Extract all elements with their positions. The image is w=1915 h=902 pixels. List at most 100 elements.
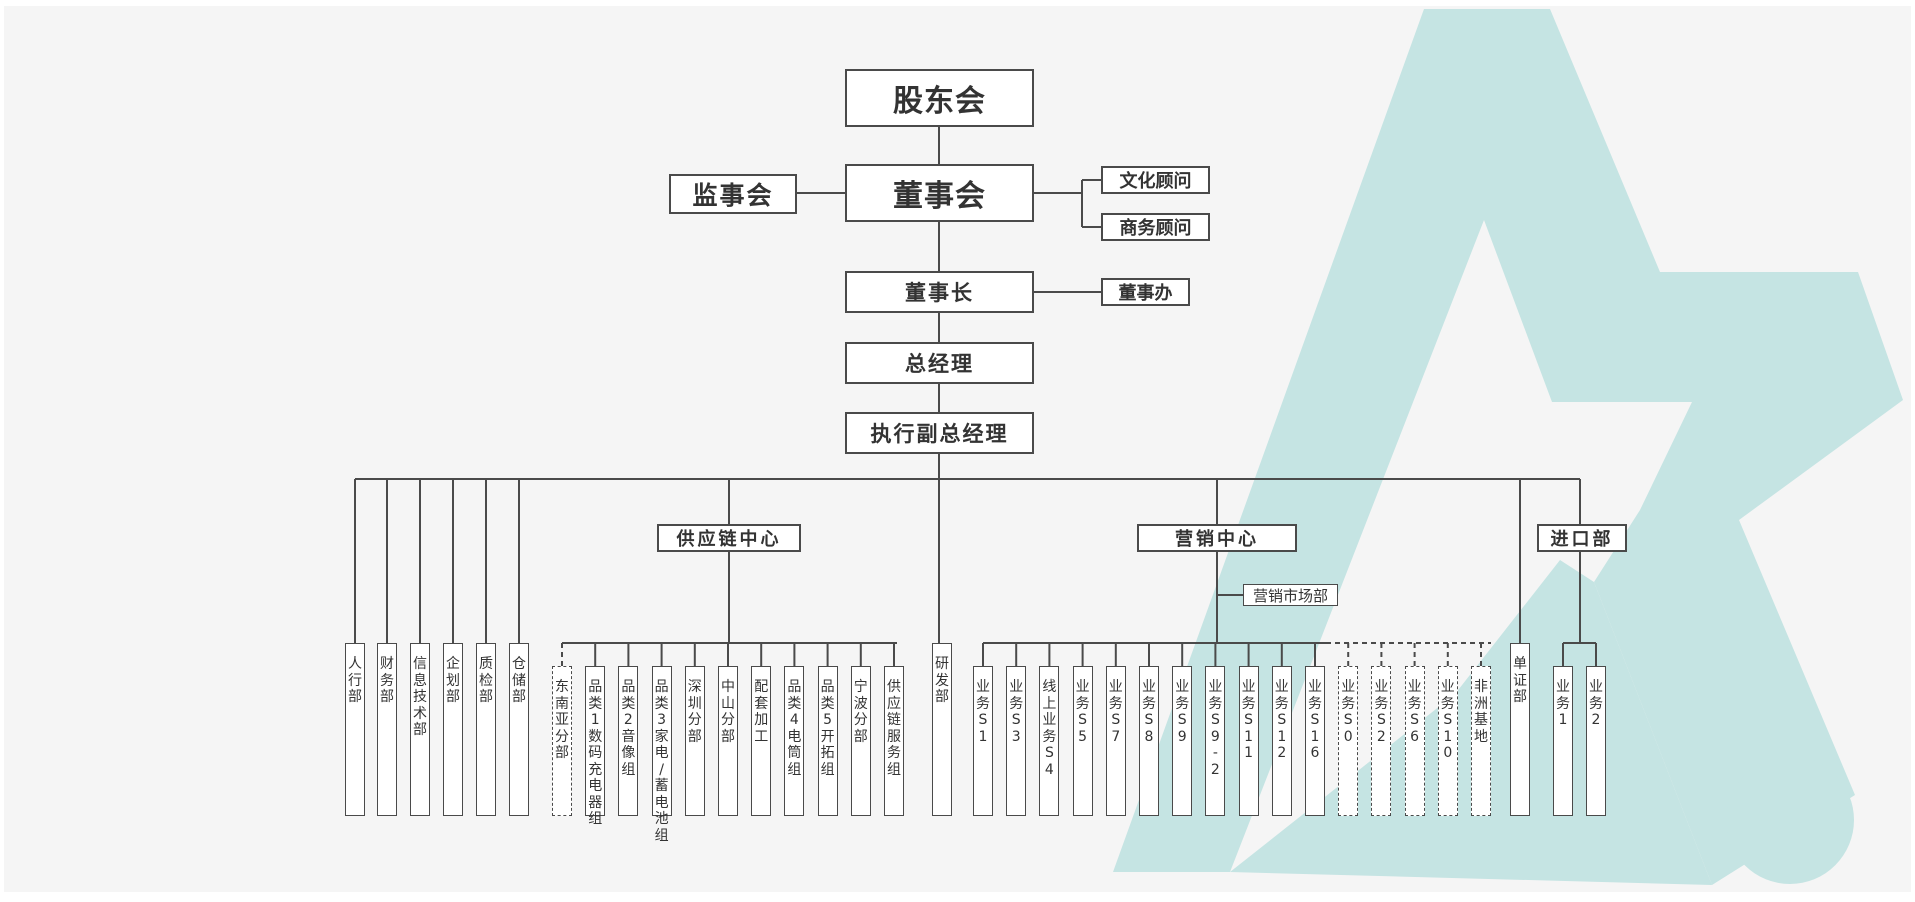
dept-it-label: 信 息 技 术 部 — [413, 656, 427, 738]
marketing-unit-label: 非 洲 基 地 — [1474, 679, 1488, 745]
supply-unit-8: 品 类 4 电 筒 组 — [784, 666, 805, 816]
shareholders-label: 股东会 — [893, 84, 986, 119]
marketing-unit-label: 业 务 S 2 — [1374, 679, 1389, 745]
dept-rnd: 研 发 部 — [932, 643, 952, 816]
marketing-unit-3: 线 上 业 务 S 4 — [1039, 666, 1060, 816]
marketing-unit-4: 业 务 S 5 — [1072, 666, 1093, 816]
marketing-unit-12: 业 务 S 0 — [1338, 666, 1359, 816]
dept-qc-label: 质 检 部 — [479, 656, 493, 705]
import-dept-node: 进口部 — [1537, 524, 1627, 552]
dept-finance-label: 财 务 部 — [380, 656, 394, 705]
marketing-unit-label: 业 务 S 0 — [1341, 679, 1356, 745]
supply-unit-label: 深 圳 分 部 — [687, 679, 702, 745]
marketing-unit-13: 业 务 S 2 — [1371, 666, 1392, 816]
import-unit-label: 业 务 2 — [1589, 679, 1603, 728]
marketing-unit-label: 业 务 S 7 — [1108, 679, 1123, 745]
supply-unit-label: 品 类 1 数 码 充 电 器 组 — [588, 679, 603, 827]
supply-unit-label: 东 南 亚 分 部 — [555, 679, 569, 761]
business-advisor-node: 商务顾问 — [1101, 213, 1210, 241]
general-manager-label: 总经理 — [905, 352, 974, 376]
supply-unit-label: 品 类 3 家 电 / 蓄 电 池 组 — [654, 679, 669, 844]
dept-admin: 人 行 部 — [345, 643, 365, 816]
marketing-unit-label: 业 务 S 1 1 — [1241, 679, 1256, 761]
dept-warehouse: 仓 储 部 — [509, 643, 529, 816]
marketing-unit-label: 业 务 S 8 — [1142, 679, 1156, 745]
dept-rnd-label: 研 发 部 — [935, 656, 949, 705]
board-node: 董事会 — [845, 164, 1034, 222]
chairman-office-label: 董事办 — [1118, 283, 1173, 304]
marketing-unit-label: 业 务 S 6 — [1407, 679, 1422, 745]
supply-unit-7: 配 套 加 工 — [751, 666, 772, 816]
marketing-unit-label: 业 务 S 9 - 2 — [1208, 679, 1223, 778]
executive-vp-label: 执行副总经理 — [870, 422, 1009, 446]
marketing-dept-node: 营销市场部 — [1243, 584, 1338, 606]
general-manager-node: 总经理 — [845, 342, 1034, 384]
supply-chain-center-label: 供应链中心 — [676, 529, 782, 550]
dept-certificate: 单 证 部 — [1510, 643, 1530, 816]
supply-unit-label: 供 应 链 服 务 组 — [887, 679, 901, 778]
supply-unit-label: 品 类 5 开 拓 组 — [820, 679, 835, 778]
marketing-unit-label: 业 务 S 1 2 — [1274, 679, 1289, 761]
marketing-unit-label: 业 务 S 5 — [1075, 679, 1090, 745]
chairman-node: 董事长 — [845, 271, 1034, 313]
chairman-label: 董事长 — [905, 281, 974, 305]
marketing-center-node: 营销中心 — [1137, 524, 1297, 552]
supply-unit-label: 宁 波 分 部 — [853, 679, 868, 745]
dept-warehouse-label: 仓 储 部 — [512, 656, 526, 705]
dept-it: 信 息 技 术 部 — [410, 643, 430, 816]
marketing-unit-label: 线 上 业 务 S 4 — [1042, 679, 1057, 778]
supply-unit-label: 配 套 加 工 — [754, 679, 769, 745]
culture-advisor-label: 文化顾问 — [1119, 171, 1192, 192]
marketing-unit-1: 业 务 S 1 — [973, 666, 993, 816]
dept-planning-label: 企 划 部 — [446, 656, 460, 705]
supply-unit-9: 品 类 5 开 拓 组 — [817, 666, 838, 816]
import-unit-2: 业 务 2 — [1586, 666, 1606, 816]
dept-certificate-label: 单 证 部 — [1513, 656, 1527, 705]
marketing-unit-6: 业 务 S 8 — [1139, 666, 1159, 816]
supply-unit-10: 宁 波 分 部 — [850, 666, 871, 816]
marketing-unit-9: 业 务 S 1 1 — [1238, 666, 1259, 816]
marketing-unit-15: 业 务 S 1 0 — [1437, 666, 1458, 816]
supply-unit-3: 品 类 2 音 像 组 — [618, 666, 639, 816]
import-dept-label: 进口部 — [1550, 529, 1614, 550]
supervisors-label: 监事会 — [692, 181, 774, 210]
shareholders-node: 股东会 — [845, 69, 1034, 127]
supply-unit-1: 东 南 亚 分 部 — [552, 666, 572, 816]
marketing-unit-label: 业 务 S 1 0 — [1440, 679, 1455, 761]
business-advisor-label: 商务顾问 — [1119, 218, 1192, 239]
supply-unit-label: 品 类 2 音 像 组 — [621, 679, 636, 778]
supply-unit-2: 品 类 1 数 码 充 电 器 组 — [585, 666, 606, 827]
dept-planning: 企 划 部 — [443, 643, 463, 816]
marketing-unit-14: 业 务 S 6 — [1404, 666, 1425, 816]
dept-finance: 财 务 部 — [377, 643, 397, 816]
marketing-unit-8: 业 务 S 9 - 2 — [1205, 666, 1226, 816]
dept-admin-label: 人 行 部 — [348, 656, 362, 705]
supply-unit-5: 深 圳 分 部 — [684, 666, 705, 816]
marketing-unit-16: 非 洲 基 地 — [1471, 666, 1491, 816]
marketing-unit-7: 业 务 S 9 — [1172, 666, 1193, 816]
supply-unit-label: 中 山 分 部 — [721, 679, 735, 745]
import-unit-label: 业 务 1 — [1556, 679, 1570, 728]
supply-unit-6: 中 山 分 部 — [718, 666, 738, 816]
culture-advisor-node: 文化顾问 — [1101, 166, 1210, 194]
supply-unit-4: 品 类 3 家 电 / 蓄 电 池 组 — [651, 666, 672, 844]
marketing-unit-5: 业 务 S 7 — [1105, 666, 1126, 816]
marketing-unit-label: 业 务 S 9 — [1175, 679, 1190, 745]
marketing-dept-label: 营销市场部 — [1252, 586, 1328, 605]
dept-qc: 质 检 部 — [476, 643, 496, 816]
marketing-center-label: 营销中心 — [1175, 529, 1259, 550]
supervisors-node: 监事会 — [669, 174, 797, 214]
executive-vp-node: 执行副总经理 — [845, 412, 1034, 454]
chairman-office-node: 董事办 — [1101, 278, 1190, 306]
marketing-unit-label: 业 务 S 1 6 — [1308, 679, 1322, 761]
connector-lines — [354, 127, 1597, 666]
supply-unit-11: 供 应 链 服 务 组 — [884, 666, 904, 816]
marketing-unit-10: 业 务 S 1 2 — [1271, 666, 1292, 816]
supply-unit-label: 品 类 4 电 筒 组 — [787, 679, 802, 778]
marketing-unit-11: 业 务 S 1 6 — [1305, 666, 1325, 816]
import-unit-1: 业 务 1 — [1553, 666, 1573, 816]
marketing-unit-label: 业 务 S 1 — [976, 679, 990, 745]
board-label: 董事会 — [893, 179, 986, 214]
marketing-unit-2: 业 务 S 3 — [1006, 666, 1027, 816]
